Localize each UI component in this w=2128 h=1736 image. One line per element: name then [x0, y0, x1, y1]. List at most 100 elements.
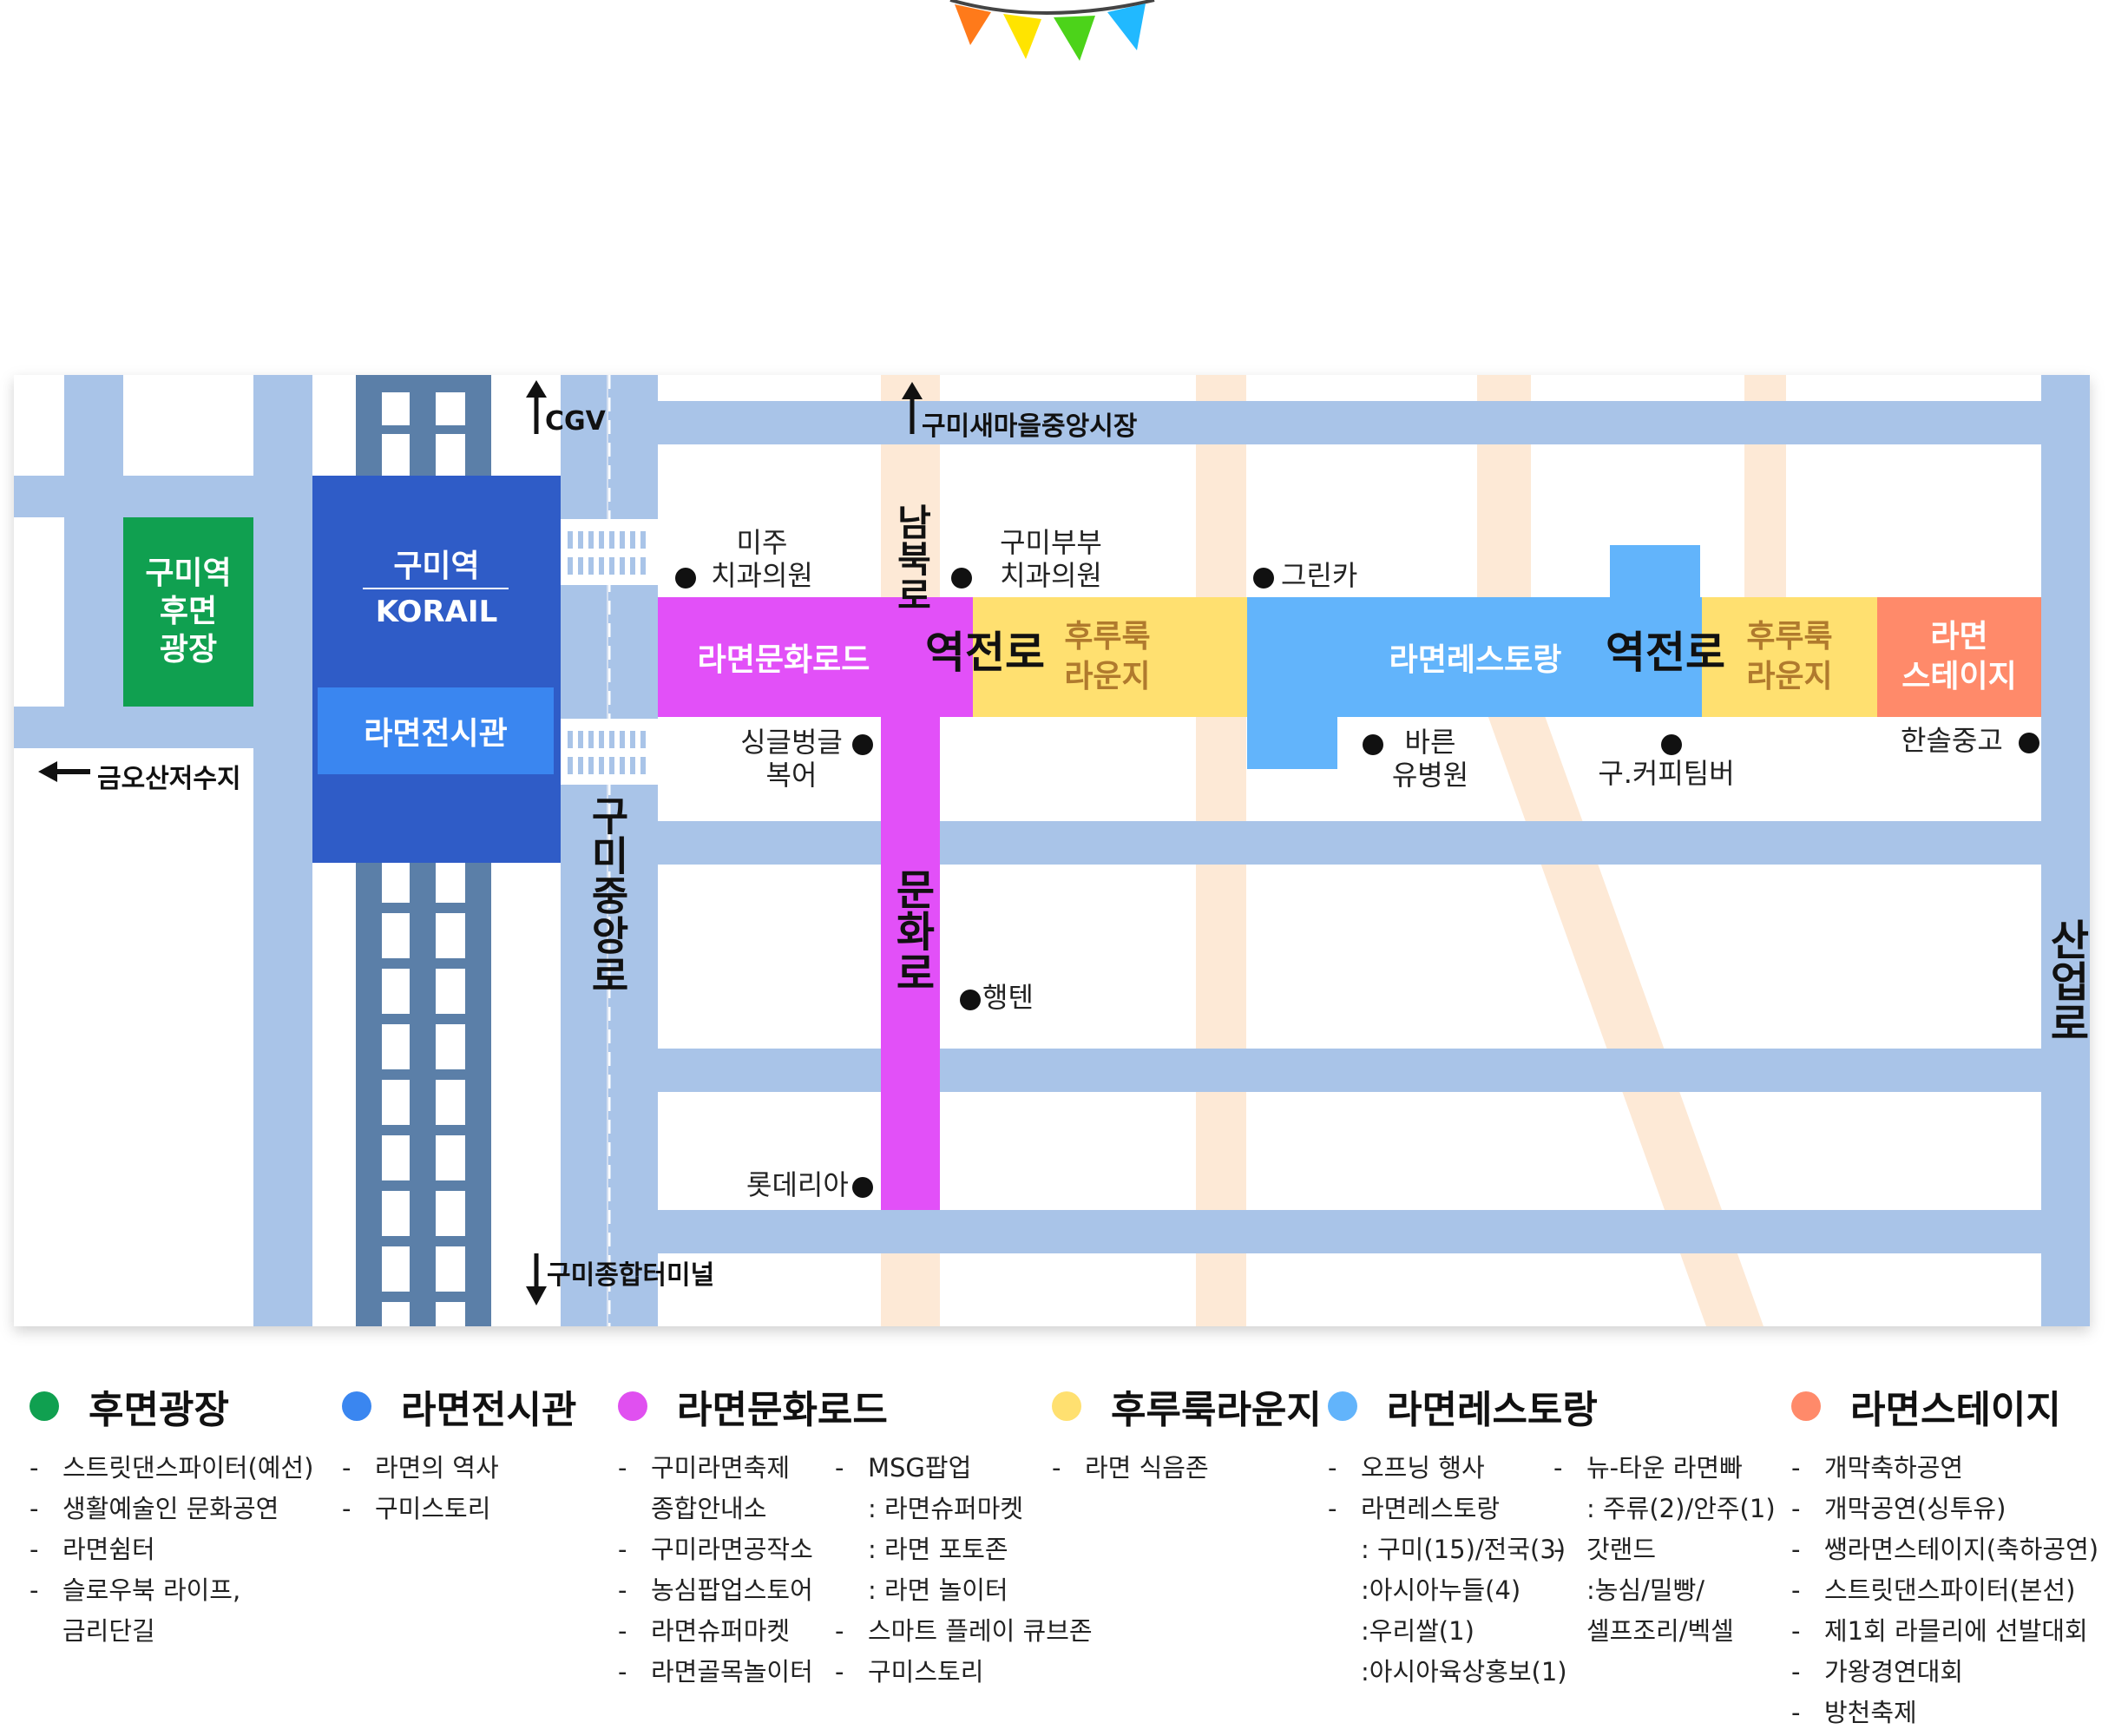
munhwa-road-label: 문화로 — [887, 868, 936, 993]
crosswalk-stripe — [609, 557, 614, 575]
arrows — [38, 380, 923, 1305]
legend-item: 개막축하공연 — [1791, 1448, 2098, 1489]
place-dot — [1363, 734, 1383, 755]
legend-item: : 라면 놀이터 — [868, 1575, 1008, 1605]
legend-list: 개막축하공연개막공연(싱투유)쌩라면스테이지(축하공연)스트릿댄스파이터(본선)… — [1791, 1448, 2098, 1733]
legend-stage: 라면스테이지 개막축하공연개막공연(싱투유)쌩라면스테이지(축하공연)스트릿댄스… — [1791, 1380, 2098, 1733]
legend-item: 라면골목놀이터 — [618, 1652, 888, 1693]
station-name: 구미역 — [393, 549, 480, 584]
rail-tie — [382, 1014, 410, 1024]
place-dot — [675, 568, 696, 589]
crosswalk-stripe — [620, 531, 625, 549]
crosswalk-stripe — [578, 557, 583, 575]
crosswalk-stripe — [620, 731, 625, 748]
reservoir-sign: 금오산저수지 — [97, 764, 241, 794]
legend-title: 라면전시관 — [401, 1388, 577, 1432]
legend-title: 후루룩라운지 — [1111, 1388, 1322, 1432]
legend-heading: 후루룩라운지 — [1052, 1380, 1322, 1432]
lounge-zone-2 — [1702, 597, 1877, 717]
place-label: 한솔중고 — [1901, 724, 2003, 757]
legend-dot — [1052, 1391, 1081, 1421]
legend-title: 라면문화로드 — [677, 1388, 888, 1432]
legend-list: 라면 식음존 — [1052, 1448, 1322, 1489]
crosswalk-stripe — [620, 757, 625, 774]
crosswalk-stripe — [630, 531, 635, 549]
legend-item: 제1회 라믈리에 선발대회 — [1791, 1611, 2098, 1652]
crosswalk-stripe — [578, 731, 583, 748]
stage-label: 라면 스테이지 — [1901, 619, 2017, 694]
rail-tie — [382, 1292, 410, 1302]
legend-item: : 주류(2)/안주(1) — [1586, 1494, 1776, 1523]
legend-item: : 라면슈퍼마켓 — [868, 1494, 1024, 1523]
legend-item: 셀프조리/벡셀 — [1586, 1616, 1734, 1646]
legend-item: 방천축제 — [1791, 1693, 2098, 1733]
crosswalk-stripe — [568, 731, 573, 748]
rail-tie — [436, 1125, 465, 1135]
crosswalk-stripe — [568, 557, 573, 575]
crosswalk-stripe — [609, 531, 614, 549]
crosswalks — [561, 519, 658, 785]
place-label: 싱글벙글 복어 — [740, 726, 843, 792]
legend-item: :우리쌀(1) — [1361, 1616, 1474, 1646]
legend-item: 라면쉼터 — [30, 1529, 313, 1570]
legend-item: 구미라면공작소 — [618, 1529, 888, 1570]
legend-list: MSG팝업: 라면슈퍼마켓: 라면 포토존: 라면 놀이터스마트 플레이 큐브존… — [835, 1448, 1093, 1693]
legend-list: 뉴-타운 라면빠: 주류(2)/안주(1)갓랜드:농심/밀빵/셀프조리/벡셀 — [1553, 1448, 1776, 1652]
legend-heading: 라면전시관 — [342, 1380, 576, 1432]
legend-item: 개막공연(싱투유) — [1791, 1489, 2098, 1529]
legend-dot — [1791, 1391, 1821, 1421]
legend-culture-road-2: MSG팝업: 라면슈퍼마켓: 라면 포토존: 라면 놀이터스마트 플레이 큐브존… — [835, 1432, 1093, 1693]
culture-road-label: 라면문화로드 — [697, 642, 870, 678]
legend-item: 스트릿댄스파이터(예선) — [30, 1448, 313, 1489]
lounge-zone-1 — [973, 597, 1247, 717]
crosswalk-stripe — [640, 731, 646, 748]
crosswalk-stripe — [568, 531, 573, 549]
place-label: 바른 유병원 — [1391, 726, 1469, 792]
yeokjeon-magenta — [881, 597, 973, 717]
legend-list: 구미라면축제종합안내소구미라면공작소농심팝업스토어라면슈퍼마켓라면골목놀이터 — [618, 1448, 888, 1693]
legend-title: 라면레스토랑 — [1387, 1388, 1598, 1432]
legend-title: 라면스테이지 — [1850, 1388, 2061, 1432]
rail-tie — [436, 1069, 465, 1080]
place-label: 롯데리아 — [746, 1168, 849, 1201]
legend-item: 농심팝업스토어 — [618, 1570, 888, 1611]
nambuk-road-label: 남북로 — [890, 503, 933, 613]
restaurant-top — [1610, 545, 1700, 599]
yeokjeon-road-label-2: 역전로 — [1606, 628, 1725, 678]
crosswalk-stripe — [599, 557, 604, 575]
legend-dot — [342, 1391, 371, 1421]
legend-title: 후면광장 — [89, 1388, 229, 1432]
rail-tie — [436, 1014, 465, 1024]
legend-item: 구미스토리 — [835, 1652, 1093, 1693]
legend-item: 구미스토리 — [342, 1489, 576, 1529]
legend-item: 스마트 플레이 큐브존 — [835, 1611, 1093, 1652]
crosswalk-stripe — [588, 531, 594, 549]
stage-zone — [1877, 597, 2041, 717]
place-dot — [1253, 568, 1274, 589]
rail-tie — [436, 1180, 465, 1191]
crosswalk-stripe — [640, 757, 646, 774]
legend-item: 라면레스토랑 — [1328, 1489, 1598, 1529]
saneop-road-label: 산업로 — [2041, 918, 2090, 1043]
crosswalk-stripe — [640, 531, 646, 549]
crosswalk-stripe — [588, 757, 594, 774]
rail-tie — [382, 1125, 410, 1135]
lounge-1-label: 후루룩 라운지 — [1064, 619, 1151, 694]
cgv-sign: CGV — [545, 406, 606, 437]
legend-item: 생활예술인 문화공연 — [30, 1489, 313, 1529]
market-sign: 구미새마을중앙시장 — [922, 411, 1138, 442]
legend-list: 라면의 역사구미스토리 — [342, 1448, 576, 1529]
place-label: 그린카 — [1281, 559, 1358, 592]
crosswalk-stripe — [609, 757, 614, 774]
place-dot — [1661, 734, 1682, 755]
legend-item: 금리단길 — [62, 1616, 155, 1646]
rail-tie — [382, 1180, 410, 1191]
crosswalk-stripe — [609, 731, 614, 748]
crosswalk-stripe — [588, 731, 594, 748]
legend-item: :농심/밀빵/ — [1586, 1575, 1705, 1605]
legend-item: 종합안내소 — [651, 1494, 767, 1523]
rail-tie — [382, 1236, 410, 1246]
legend-heading: 후면광장 — [30, 1380, 313, 1432]
munhwa-road-strip — [881, 717, 940, 1210]
